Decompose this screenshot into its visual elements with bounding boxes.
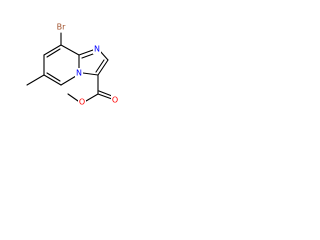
bond-c6-c5-inner (46, 72, 61, 82)
bond-n1-c2 (99, 50, 109, 61)
bond-c6-c5 (43, 74, 62, 86)
atom-label-n1: N (94, 45, 100, 54)
atom-label-br: Br (57, 23, 66, 32)
bond-carbonyl-o-double-a (97, 93, 113, 100)
bond-c6-methyl (26, 74, 45, 86)
bond-ccarbonyl-oester (85, 93, 99, 102)
atom-label-o-carbonyl: O (112, 96, 118, 105)
bond-c2-c3 (97, 59, 109, 76)
chemical-structure: Br N N O O (26, 22, 119, 107)
bond-c8a-n1 (78, 49, 94, 56)
bond-c8-c8a (60, 44, 80, 56)
bond-carbonyl-o-double-b (98, 90, 113, 97)
bond-c8-c7 (43, 44, 62, 56)
bond-c8a-n1-inner (81, 53, 94, 59)
bond-c8-c7-inner (46, 48, 61, 58)
atom-label-n4: N (76, 69, 82, 78)
bond-c2-c3-inner (95, 59, 105, 73)
bond-c5-n4 (60, 75, 77, 86)
bond-oester-methyl (67, 93, 79, 102)
atom-label-o-ester: O (79, 98, 85, 107)
bond-c3-n4 (82, 72, 99, 76)
